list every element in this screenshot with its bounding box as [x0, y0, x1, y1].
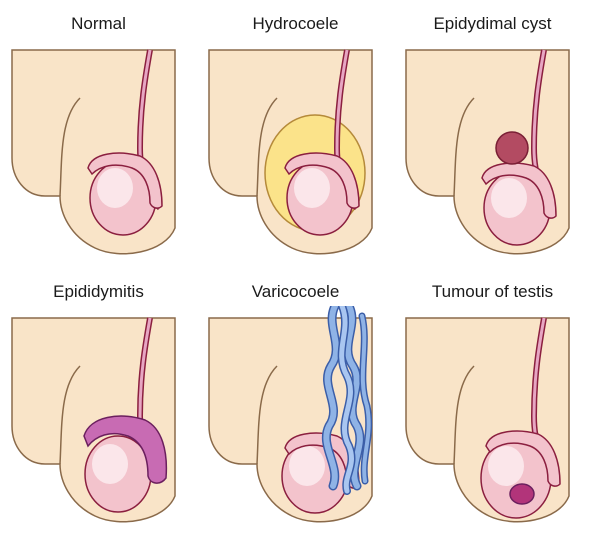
- tumour-of-testis-illustration: [405, 317, 570, 523]
- varicose-veins: [321, 306, 373, 495]
- panel-title: Epididymitis: [53, 282, 144, 301]
- body-outline: [11, 49, 176, 255]
- thigh-line: [453, 365, 475, 465]
- testis-highlight: [491, 178, 527, 218]
- testis-highlight: [92, 444, 128, 484]
- epididymis: [485, 430, 561, 487]
- normal-illustration: [11, 49, 176, 255]
- testis-highlight: [488, 446, 524, 486]
- epididymis: [481, 162, 557, 219]
- epididymis: [284, 152, 360, 209]
- panel-title: Normal: [71, 14, 126, 33]
- panel-varicocoele: Varicocoele: [197, 268, 394, 536]
- thigh-line: [453, 97, 475, 197]
- hydrocoele-illustration: [208, 49, 373, 255]
- testis-highlight: [294, 168, 330, 208]
- inflamed-epididymis: [83, 415, 168, 484]
- panel-title: Hydrocoele: [252, 14, 339, 33]
- thigh-line: [256, 365, 278, 465]
- thigh-line: [59, 365, 81, 465]
- thigh-line: [256, 97, 278, 197]
- panel-epidydimal-cyst: Epidydimal cyst: [394, 0, 591, 268]
- testis-highlight: [289, 446, 325, 486]
- varicocoele-illustration: [208, 306, 373, 523]
- panel-title: Tumour of testis: [431, 282, 554, 301]
- epididymis: [87, 152, 163, 209]
- panel-tumour-of-testis: Tumour of testis: [394, 268, 591, 536]
- testis-highlight: [97, 168, 133, 208]
- panel-epididymitis: Epididymitis: [0, 268, 197, 536]
- tumour: [509, 483, 535, 505]
- epidydimal-cyst-illustration: [405, 49, 570, 255]
- panel-normal: Normal: [0, 0, 197, 268]
- epididymitis-illustration: [11, 317, 176, 523]
- panel-title: Epidydimal cyst: [433, 14, 552, 33]
- thigh-line: [59, 97, 81, 197]
- cyst: [495, 131, 529, 165]
- panel-hydrocoele: Hydrocoele: [197, 0, 394, 268]
- panel-title: Varicocoele: [251, 282, 340, 301]
